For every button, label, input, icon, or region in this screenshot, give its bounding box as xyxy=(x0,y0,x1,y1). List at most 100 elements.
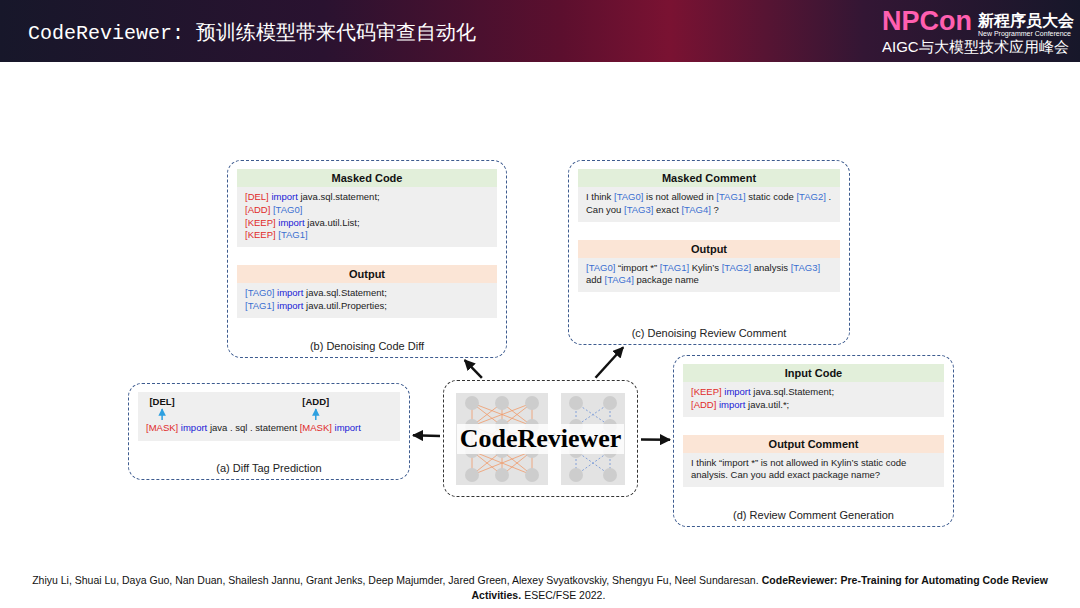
code-token xyxy=(848,469,851,480)
code-token xyxy=(722,386,725,397)
code-token: java.sql.Statement; xyxy=(753,386,834,397)
code-token xyxy=(269,191,272,202)
code-token: in xyxy=(706,191,713,202)
code-token: java.util.List; xyxy=(307,217,359,228)
model-name: CodeReviewer xyxy=(457,424,625,454)
code-token: is xyxy=(761,457,768,468)
code-token: “import xyxy=(618,262,648,273)
code-token: . xyxy=(250,422,253,433)
code-token: ? xyxy=(713,204,718,215)
code-token xyxy=(719,262,722,273)
diff-tag: [DEL] xyxy=(149,396,174,407)
code-token xyxy=(810,469,813,480)
code-token xyxy=(589,191,592,202)
code-token: [TAG4] xyxy=(681,204,710,215)
code-token: [TAG1] xyxy=(660,262,689,273)
code-token xyxy=(746,191,749,202)
box-heading: Masked Comment xyxy=(578,169,840,187)
code-token: [MASK] xyxy=(146,422,178,433)
code-token: is xyxy=(646,191,653,202)
code-token xyxy=(253,422,256,433)
code-token: [TAG0] xyxy=(614,191,643,202)
masked-code-line: [MASK] import java . sql . statement [MA… xyxy=(146,422,392,433)
code-token xyxy=(768,457,771,468)
code-token: static xyxy=(748,191,770,202)
code-token: import xyxy=(719,399,745,410)
code-token xyxy=(227,422,230,433)
code-token: Kylin’s xyxy=(831,457,858,468)
code-token xyxy=(602,274,605,285)
tag-row: [DEL][ADD] xyxy=(146,396,392,410)
code-token: [MASK] xyxy=(300,422,332,433)
code-token: [ADD] xyxy=(691,399,716,410)
code-token: analysis. xyxy=(691,469,728,480)
code-token xyxy=(745,399,748,410)
logo-mark: NPCon xyxy=(882,6,972,37)
code-token xyxy=(274,300,277,311)
box-heading: Masked Code xyxy=(237,169,497,187)
code-token xyxy=(858,457,861,468)
task-panel: (a) Diff Tag Prediction[DEL][ADD][MASK] … xyxy=(128,383,410,480)
code-line: [DEL] import java.sql.statement; xyxy=(245,191,489,204)
code-token: *” xyxy=(650,262,657,273)
task-arrow xyxy=(465,360,482,378)
code-token xyxy=(178,422,181,433)
code-token xyxy=(818,457,821,468)
code-token: [KEEP] xyxy=(691,386,722,397)
code-token xyxy=(766,469,769,480)
code-token xyxy=(303,287,306,298)
text-box: Output[TAG0] import java.sql.Statement;[… xyxy=(237,265,497,318)
code-token: code xyxy=(886,457,907,468)
code-token: import xyxy=(181,422,207,433)
box-heading: Output xyxy=(237,265,497,283)
code-token: allowed xyxy=(671,191,703,202)
code-token xyxy=(276,229,279,240)
text-box: Output CommentI think “import *” is not … xyxy=(683,435,944,488)
text-box: Masked CommentI think [TAG0] is not allo… xyxy=(578,169,840,222)
code-token xyxy=(716,457,719,468)
code-token: [TAG1] xyxy=(716,191,745,202)
code-token: [KEEP] xyxy=(245,229,276,240)
code-token xyxy=(749,457,752,468)
box-body: [DEL] import java.sql.statement;[ADD] [T… xyxy=(237,187,497,247)
code-token: java.util.Properties; xyxy=(306,300,387,311)
code-token xyxy=(785,469,788,480)
code-token: [TAG1] xyxy=(245,300,274,311)
task-arrow xyxy=(596,347,624,378)
code-token: [TAG0] xyxy=(586,262,615,273)
task-panel: (d) Review Comment GenerationInput Code[… xyxy=(673,355,954,527)
code-token: you xyxy=(751,469,766,480)
code-token xyxy=(207,422,210,433)
code-line: [KEEP] [TAG1] xyxy=(245,229,489,242)
task-arrow xyxy=(413,434,440,437)
code-token xyxy=(728,469,731,480)
code-token xyxy=(233,422,236,433)
code-token xyxy=(828,457,831,468)
code-token xyxy=(274,287,277,298)
panel-caption: (c) Denoising Review Comment xyxy=(578,323,840,339)
code-token xyxy=(621,204,624,215)
code-token xyxy=(783,457,786,468)
box-body: I think “import *” is not allowed in Kyl… xyxy=(683,453,944,488)
code-line: [KEEP] import java.util.List; xyxy=(245,217,489,230)
code-token xyxy=(689,262,692,273)
header-band: CodeReviewer: 预训练模型带来代码审查自动化NPCon新程序员大会N… xyxy=(0,0,1080,62)
code-token xyxy=(748,469,751,480)
code-token: java.sql.statement; xyxy=(300,191,379,202)
masked-sequence-box: [DEL][ADD] [MASK] import java . sql . sta… xyxy=(138,392,400,441)
code-token: [TAG2] xyxy=(796,191,825,202)
code-token: exact xyxy=(787,469,810,480)
code-token: name? xyxy=(851,469,880,480)
box-heading: Output xyxy=(578,240,840,258)
code-token xyxy=(298,191,301,202)
code-token xyxy=(771,191,774,202)
code-token: . xyxy=(828,191,831,202)
code-token: sql xyxy=(235,422,247,433)
code-line: I think “import *” is not allowed in Kyl… xyxy=(691,457,936,483)
code-line: [KEEP] import java.sql.Statement; xyxy=(691,386,936,399)
text-box: Output[TAG0] “import *” [TAG1] Kylin’s [… xyxy=(578,240,840,293)
box-heading: Input Code xyxy=(683,364,944,382)
box-body: [TAG0] import java.sql.Statement;[TAG1] … xyxy=(237,283,497,318)
code-token xyxy=(751,262,754,273)
code-token: statement xyxy=(255,422,297,433)
